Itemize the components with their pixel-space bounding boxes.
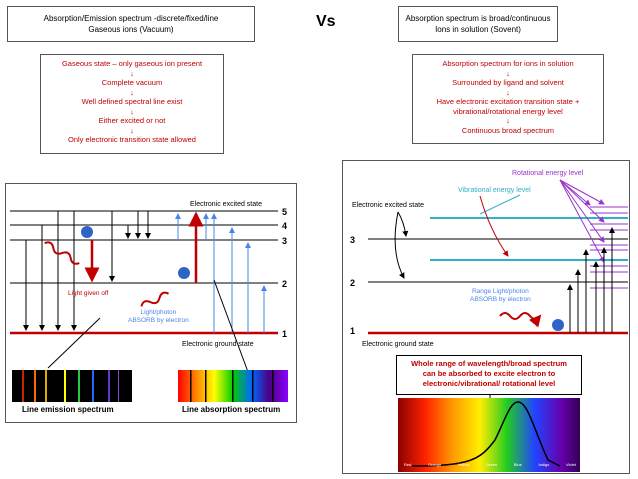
color-label: Orange xyxy=(427,462,442,467)
photon-wave-icon xyxy=(499,312,542,328)
color-label: Red xyxy=(404,462,412,467)
photon-wave-icon xyxy=(44,241,80,265)
vs-label: Vs xyxy=(316,13,336,30)
right-energy-levels xyxy=(368,217,628,335)
rotational-label: Rotational energy level xyxy=(512,170,584,177)
light-absorb-label: Light/photon ABSORB by electron xyxy=(128,309,189,324)
down-arrow-icon: ↓ xyxy=(506,68,510,78)
pointer-line xyxy=(213,279,249,373)
color-label: Indigo xyxy=(538,462,550,467)
down-arrow-icon: ↓ xyxy=(506,116,510,125)
line-absorption-label: Line absorption spectrum xyxy=(182,405,281,414)
vibrational-label: Vibrational energy level xyxy=(458,187,531,194)
down-arrow-icon: ↓ xyxy=(130,87,134,97)
down-arrow-icon: ↓ xyxy=(130,68,134,78)
left-excited-state-label: Electronic excited state xyxy=(190,201,262,208)
excited-pointer xyxy=(394,211,405,279)
right-flow-step-4: Continuous broad spectrum xyxy=(461,125,555,135)
left-flow-step-1: Gaseous state – only gaseous ion present xyxy=(61,59,203,68)
right-level-1: 1 xyxy=(350,326,356,336)
broad-spectrum-box: Whole range of wavelength/broad spectrum… xyxy=(396,355,582,395)
emission-lines xyxy=(22,370,119,402)
level-2: 2 xyxy=(282,279,288,289)
light-given-off-label: Light given off xyxy=(68,290,109,297)
left-flow-step-2: Complete vacuum xyxy=(101,78,163,87)
line-emission-label: Line emission spectrum xyxy=(22,405,114,414)
electron-icon xyxy=(552,319,564,331)
left-ground-state-label: Electronic ground state xyxy=(182,341,254,348)
absorbance-curve xyxy=(411,401,561,467)
absorption-lines xyxy=(190,370,274,402)
color-label: Violet xyxy=(566,462,576,467)
color-label: Blue xyxy=(513,462,522,467)
level-5: 5 xyxy=(282,207,288,217)
rotational-pointer-lines xyxy=(559,179,605,263)
left-absorption-arrows xyxy=(175,213,267,333)
right-flow-step-2: Surrounded by ligand and solvent xyxy=(452,78,564,87)
broad-spectrum-image xyxy=(398,398,580,472)
pointer-line xyxy=(47,317,101,369)
excited-pointer xyxy=(397,211,409,237)
level-3: 3 xyxy=(282,236,288,246)
range-light-label: Range Light/photon ABSORB by electron xyxy=(470,288,531,303)
down-arrow-icon: ↓ xyxy=(130,125,134,135)
left-flow-step-3: Well defined spectral line exist xyxy=(81,97,183,106)
down-arrow-icon: ↓ xyxy=(506,87,510,97)
right-absorb-arrows xyxy=(567,227,615,333)
left-flow-step-5: Only electronic transition state allowed xyxy=(68,135,196,144)
level-1: 1 xyxy=(282,329,288,339)
right-flow-step-3: Have electronic excitation transition st… xyxy=(436,97,580,116)
electron-icon xyxy=(81,226,93,238)
right-ground-state-label: Electronic ground state xyxy=(362,341,434,348)
header-left-box: Absorption/Emission spectrum -discrete/f… xyxy=(7,6,255,42)
left-flow-box: Gaseous state – only gaseous ion present… xyxy=(40,54,224,154)
right-level-2: 2 xyxy=(350,278,356,288)
down-arrow-icon: ↓ xyxy=(130,106,134,116)
header-right-box: Absorption spectrum is broad/continuous … xyxy=(398,6,558,42)
vibrational-pointer-line xyxy=(479,194,521,215)
color-label: Yellow xyxy=(457,462,470,467)
line-emission-spectrum xyxy=(12,370,132,402)
right-flow-box: Absorption spectrum for ions in solution… xyxy=(412,54,604,144)
right-flow-step-1: Absorption spectrum for ions in solution xyxy=(442,59,574,68)
vibrational-pointer-curve xyxy=(479,195,509,257)
left-emission-arrows xyxy=(23,211,151,331)
level-4: 4 xyxy=(282,221,288,231)
color-label: Green xyxy=(486,462,498,467)
right-excited-state-label: Electronic excited state xyxy=(352,202,424,209)
spectrum-color-labels: Red Orange Yellow Green Blue Indigo Viol… xyxy=(404,462,576,467)
photon-wave-icon xyxy=(140,291,170,307)
left-flow-step-4: Either excited or not xyxy=(98,116,166,125)
right-level-3: 3 xyxy=(350,235,356,245)
electron-icon xyxy=(178,267,190,279)
